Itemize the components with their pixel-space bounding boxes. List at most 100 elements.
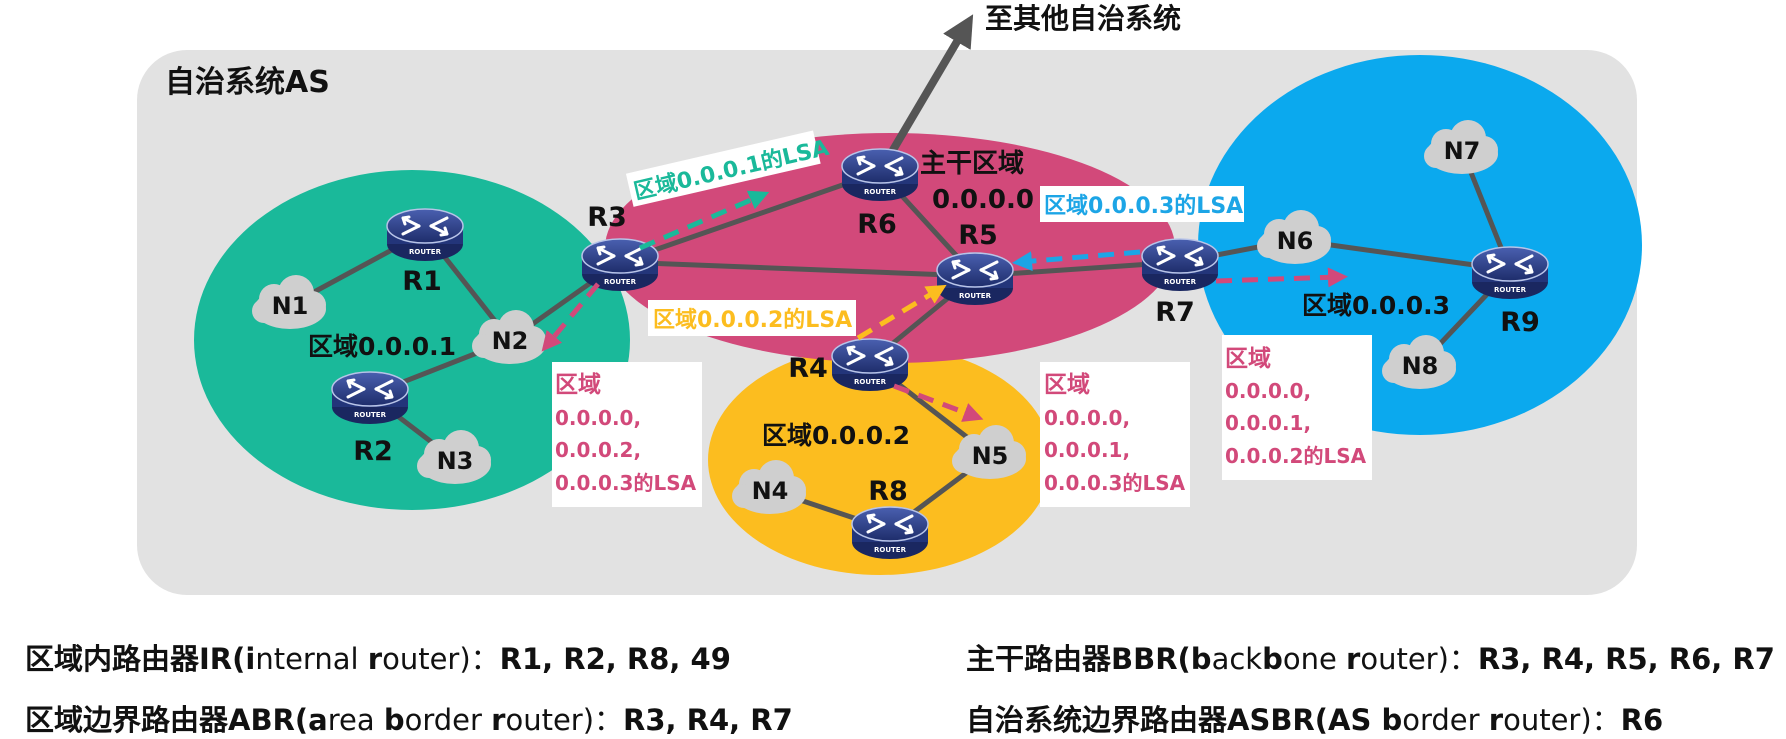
legend-abr-key1: a xyxy=(308,703,328,737)
summary-lsa-box-area1: 区域 0.0.0.0, 0.0.0.2, 0.0.0.3的LSA xyxy=(552,362,702,507)
legend-ir-rest1: nternal xyxy=(255,642,368,676)
router-caption: ROUTER xyxy=(354,411,387,419)
router-label: R7 xyxy=(1155,297,1195,328)
legend-ir-key1: i xyxy=(245,642,256,676)
legend-bbr-rest1: ack xyxy=(1211,642,1263,676)
legend-bbr-members: R3, R4, R5, R6, R7 xyxy=(1477,642,1775,676)
legend-ir-rest2: outer)： xyxy=(382,642,500,676)
lsa-arrow-area2 xyxy=(856,284,947,341)
legend-abr-rest1: rea xyxy=(327,703,384,737)
legend-abr-key2: b xyxy=(383,703,405,737)
summary-area2-line4: 0.0.0.3的LSA xyxy=(1044,471,1186,495)
legend-abr-prefix: 区域边界路由器ABR( xyxy=(25,703,309,737)
legend-asbr-prefix: 自治系统边界路由器ASBR(AS xyxy=(966,703,1382,737)
legend-bbr-rest2: one xyxy=(1282,642,1347,676)
lsa-label-area3-text: 区域0.0.0.3的LSA xyxy=(1044,193,1243,219)
legend-abr-rest3: outer)： xyxy=(505,703,624,737)
legend-asbr-rest1: order xyxy=(1402,703,1489,737)
network-cloud-n4: N4 xyxy=(732,460,806,514)
legend-abr-rest2: order xyxy=(404,703,492,737)
network-label: N8 xyxy=(1402,352,1439,380)
router-label: R5 xyxy=(958,220,998,251)
router-caption: ROUTER xyxy=(1164,278,1197,286)
router-arrows-icon xyxy=(951,259,999,281)
network-cloud-n5: N5 xyxy=(952,425,1026,479)
summary-area2-line3: 0.0.0.1, xyxy=(1044,438,1130,462)
router-arrows-icon xyxy=(401,215,449,237)
summary-area3-line4: 0.0.0.2的LSA xyxy=(1225,444,1367,468)
network-cloud-n6: N6 xyxy=(1257,210,1331,264)
router-arrows-icon xyxy=(846,345,894,367)
router-arrows-icon xyxy=(866,513,914,535)
backbone-area-id: 0.0.0.0 xyxy=(932,185,1034,215)
router-caption: ROUTER xyxy=(604,278,637,286)
lsa-arrow-area1 xyxy=(639,190,770,251)
legend-abr-members: R3, R4, R7 xyxy=(623,703,793,737)
router-label: R3 xyxy=(587,202,627,233)
network-cloud-n2: N2 xyxy=(472,310,546,364)
network-label: N3 xyxy=(437,447,474,475)
area-0-0-0-2-region xyxy=(708,345,1052,575)
summary-area3-line2: 0.0.0.0, xyxy=(1225,379,1311,403)
legend-asbr-members: R6 xyxy=(1620,703,1664,737)
legend-ir-members: R1, R2, R8, 49 xyxy=(499,642,731,676)
external-link-arrow xyxy=(876,14,974,175)
router-caption: ROUTER xyxy=(959,292,992,300)
router-r5: ROUTER R5 xyxy=(936,220,1014,305)
router-label: R9 xyxy=(1500,307,1540,338)
legend-internal-router: 区域内路由器IR(internal router)：R1, R2, R8, 49 xyxy=(25,636,731,678)
summary-area1-line1: 区域 xyxy=(555,371,601,398)
area-0-0-0-3-label: 区域0.0.0.3 xyxy=(1302,291,1450,320)
legend-as-border-router: 自治系统边界路由器ASBR(AS border router)：R6 xyxy=(966,697,1663,739)
summary-area1-line4: 0.0.0.3的LSA xyxy=(555,471,697,495)
summary-lsa-box-area2: 区域 0.0.0.0, 0.0.0.1, 0.0.0.3的LSA xyxy=(1040,362,1190,507)
network-label: N4 xyxy=(752,477,789,505)
external-as-label: 至其他自治系统 xyxy=(985,2,1181,35)
legend-asbr-key1: b xyxy=(1381,703,1403,737)
lsa-arrows xyxy=(541,190,1348,422)
legend-asbr-rest2: outer)： xyxy=(1503,703,1621,737)
router-r1: ROUTER R1 xyxy=(386,208,464,297)
network-label: N2 xyxy=(492,327,529,355)
legend-abr-key3: r xyxy=(491,703,506,737)
router-caption: ROUTER xyxy=(874,546,907,554)
router-arrows-icon xyxy=(346,378,394,400)
network-label: N7 xyxy=(1444,137,1481,165)
area-0-0-0-1-region xyxy=(194,170,630,510)
router-r9: ROUTER R9 xyxy=(1471,246,1549,338)
summary-area3-line3: 0.0.0.1, xyxy=(1225,411,1311,435)
summary-area3-line1: 区域 xyxy=(1225,345,1271,372)
router-arrows-icon xyxy=(596,245,644,267)
router-caption: ROUTER xyxy=(854,378,887,386)
router-label: R6 xyxy=(857,209,897,240)
legend-bbr-rest3: outer)： xyxy=(1360,642,1478,676)
router-label: R8 xyxy=(868,476,908,507)
summary-area2-line2: 0.0.0.0, xyxy=(1044,406,1130,430)
legend-backbone-router: 主干路由器BBR(backbone router)：R3, R4, R5, R6… xyxy=(966,636,1775,678)
network-cloud-n3: N3 xyxy=(417,430,491,484)
router-r6: ROUTER R6 xyxy=(841,148,919,240)
network-label: N5 xyxy=(972,442,1009,470)
router-caption: ROUTER xyxy=(409,248,442,256)
legend-asbr-key2: r xyxy=(1488,703,1504,737)
network-cloud-n7: N7 xyxy=(1424,120,1498,174)
router-label: R1 xyxy=(402,266,442,297)
legend-ir-key2: r xyxy=(367,642,383,676)
summary-lsa-box-area3: 区域 0.0.0.0, 0.0.0.1, 0.0.0.2的LSA xyxy=(1222,335,1372,480)
legend-bbr-prefix: 主干路由器BBR( xyxy=(966,642,1191,676)
summary-area2-line1: 区域 xyxy=(1044,371,1090,398)
router-r3: ROUTER R3 xyxy=(581,202,659,291)
router-label: R2 xyxy=(353,436,393,467)
lsa-arrow-summary-area3 xyxy=(1215,267,1348,288)
router-arrows-icon xyxy=(856,155,904,177)
router-r8: ROUTER R8 xyxy=(851,476,929,559)
summary-area1-line2: 0.0.0.0, xyxy=(555,406,641,430)
router-r2: ROUTER R2 xyxy=(331,371,409,467)
router-caption: ROUTER xyxy=(864,188,897,196)
routers: ROUTERR1ROUTERR2ROUTERR3ROUTERR4ROUTERR5… xyxy=(331,148,1549,559)
router-arrows-icon xyxy=(1156,245,1204,267)
as-label: 自治系统AS xyxy=(165,65,330,100)
network-label: N6 xyxy=(1277,227,1314,255)
router-caption: ROUTER xyxy=(1494,286,1527,294)
